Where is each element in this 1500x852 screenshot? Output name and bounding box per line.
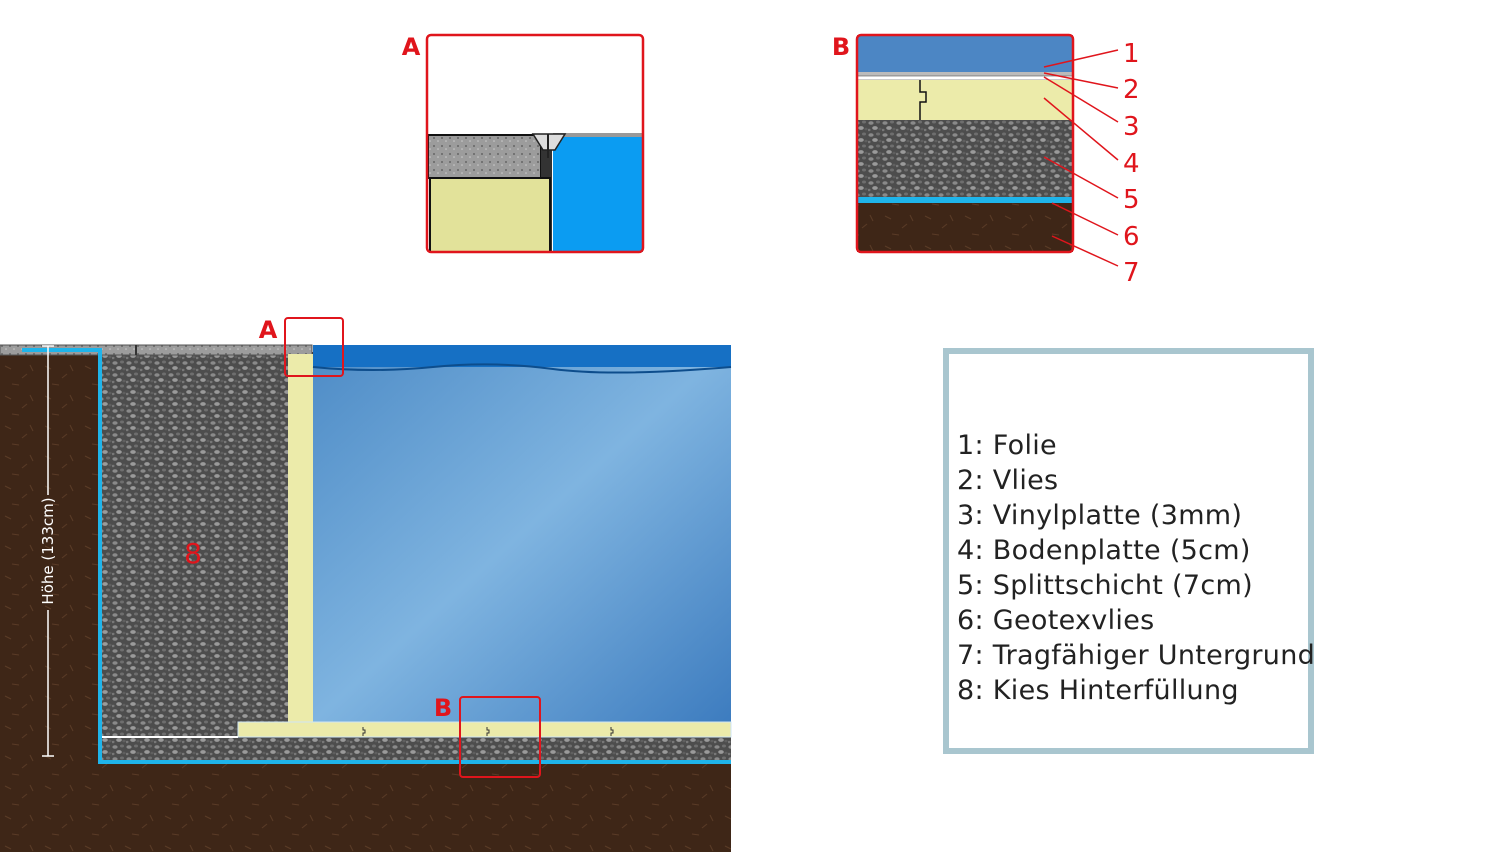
callout-6: 6 (1123, 222, 1140, 252)
legend-item: 3: Vinylplatte (3mm) (957, 500, 1243, 531)
water-top-band (313, 345, 731, 367)
height-dimension (42, 345, 54, 757)
detail-b-inset: B 1 2 3 4 5 6 7 (832, 33, 1140, 288)
callout-3: 3 (1123, 112, 1140, 142)
gravel-bed (102, 736, 731, 760)
callout-5: 5 (1123, 185, 1140, 215)
legend-box: 1: Folie 2: Vlies 3: Vinylplatte (3mm) 4… (943, 348, 1315, 754)
callout-lines (1043, 49, 1119, 267)
detail-a-label: A (402, 33, 421, 61)
detail-b-marker (459, 696, 541, 778)
coping-stone (0, 344, 313, 356)
backfill-marker: 8 (184, 537, 202, 570)
legend-item: 6: Geotexvlies (957, 605, 1155, 636)
gravel-backfill (102, 354, 290, 738)
legend-item: 4: Bodenplatte (5cm) (957, 535, 1251, 566)
legend-item: 8: Kies Hinterfüllung (957, 675, 1239, 706)
legend-item: 2: Vlies (957, 465, 1059, 496)
detail-a-marker (284, 317, 344, 377)
callout-4: 4 (1123, 149, 1140, 179)
pool-water (313, 345, 731, 722)
callout-1: 1 (1123, 39, 1140, 69)
detail-a-inset: A (402, 33, 645, 254)
detail-b-label: B (832, 33, 850, 61)
main-cross-section: Höhe (133cm) 8 A B (0, 316, 732, 852)
legend-list: 1: Folie 2: Vlies 3: Vinylplatte (3mm) 4… (957, 428, 1315, 708)
height-label: Höhe (133cm) (39, 497, 57, 604)
geotextile-liner (22, 348, 731, 764)
legend-item: 5: Splittschicht (7cm) (957, 570, 1253, 601)
callout-2: 2 (1123, 75, 1140, 105)
pool-wall-plate (288, 354, 313, 724)
detail-b-marker-label: B (434, 694, 452, 722)
legend-item: 1: Folie (957, 430, 1057, 461)
legend-item: 7: Tragfähiger Untergrund (957, 640, 1316, 671)
detail-a-marker-label: A (259, 316, 278, 344)
callout-7: 7 (1123, 258, 1140, 288)
floor-plate (237, 721, 732, 738)
